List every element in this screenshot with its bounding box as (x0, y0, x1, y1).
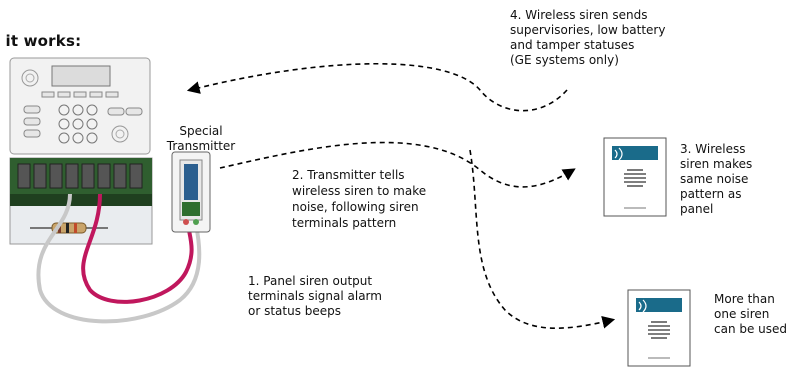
transmitter-label-line: Transmitter (166, 139, 236, 153)
keypad-panel-icon (9, 57, 151, 155)
step3-label-line: siren makes (680, 157, 753, 171)
arrow-to-siren-2 (469, 149, 616, 329)
step3-label-line: panel (680, 202, 714, 216)
step4-label-line: (GE systems only) (510, 53, 619, 67)
step3-label-line: 3. Wireless (680, 142, 746, 156)
transmitter-label-line: Special (179, 124, 223, 138)
step2-label-line: 2. Transmitter tells (292, 168, 405, 182)
red-wire (81, 193, 194, 304)
step2-label-line: noise, following siren (292, 200, 419, 214)
wireless-siren-icon (627, 289, 691, 367)
step2-label-line: wireless siren to make (292, 184, 427, 198)
more-sirens-label-line: can be used (714, 322, 788, 336)
step2-label-line: terminals pattern (292, 216, 397, 230)
step3-label-line: pattern as (680, 187, 742, 201)
arrow-to-panel (186, 62, 568, 112)
transmitter-label: Special Transmitter (158, 124, 244, 154)
step4-label-line: 4. Wireless siren sends (510, 8, 648, 22)
step1-label-line: 1. Panel siren output (248, 274, 373, 288)
arrow-to-siren-1 (219, 141, 576, 188)
more-sirens-label-line: More than (714, 292, 775, 306)
more-sirens-label: More than one siren can be used (714, 292, 794, 337)
step1-label-line: or status beeps (248, 304, 342, 318)
transmitter-device-icon (171, 151, 211, 233)
step1-label-line: terminals signal alarm (248, 289, 382, 303)
diagram-title: w it works: (0, 32, 82, 50)
step4-label-line: supervisories, low battery (510, 23, 666, 37)
step2-label: 2. Transmitter tells wireless siren to m… (292, 167, 462, 231)
step3-label: 3. Wireless siren makes same noise patte… (680, 142, 790, 217)
wireless-siren-icon (603, 137, 667, 217)
gray-wire (36, 193, 202, 324)
step3-label-line: same noise (680, 172, 749, 186)
step1-label: 1. Panel siren output terminals signal a… (248, 274, 408, 319)
terminal-block-icon (9, 157, 153, 245)
more-sirens-label-line: one siren (714, 307, 770, 321)
step4-label: 4. Wireless siren sends supervisories, l… (510, 8, 690, 68)
step4-label-line: and tamper statuses (510, 38, 635, 52)
